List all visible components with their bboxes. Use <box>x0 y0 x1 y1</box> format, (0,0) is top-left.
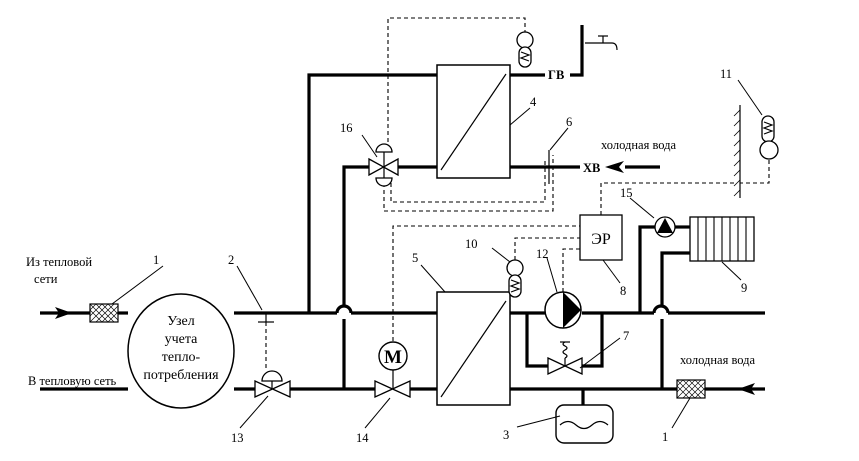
callout-11: 11 <box>720 67 732 81</box>
meter-label-line3: тепло- <box>162 350 201 365</box>
callout-2: 2 <box>228 253 234 267</box>
supply-inlet-arrow <box>55 307 72 319</box>
expansion-tank-3 <box>555 404 614 444</box>
meter-label-line2: учета <box>165 332 199 347</box>
electronic-regulator-8 <box>579 214 623 261</box>
filter-left <box>89 303 119 323</box>
circulation-pump-12 <box>544 291 582 329</box>
dhw-temp-sensor <box>516 31 534 68</box>
callout-16: 16 <box>340 121 353 135</box>
heat-meter-unit <box>127 293 235 409</box>
filter-right-hatch <box>676 379 706 399</box>
meter-label-line4: потребления <box>143 368 219 383</box>
callout-1-right: 1 <box>662 430 668 444</box>
leader-lines <box>111 79 763 429</box>
motor-label: М <box>384 347 402 368</box>
dhw-heat-exchanger-4 <box>436 64 511 179</box>
callout-13: 13 <box>231 431 244 445</box>
cold-water-bottom-label: холодная вода <box>680 353 756 367</box>
heating-circuit-pipes <box>525 225 690 405</box>
regulator-label: ЭР <box>591 231 611 248</box>
callout-5: 5 <box>412 251 418 265</box>
callout-8: 8 <box>620 284 626 298</box>
to-network-label: В тепловую сеть <box>28 374 117 388</box>
callout-3: 3 <box>503 428 509 442</box>
hot-water-label: ГВ <box>548 68 564 82</box>
filter-left-hatch <box>89 303 119 323</box>
callout-14: 14 <box>356 431 369 445</box>
from-network-label-line1: Из тепловой <box>26 255 92 269</box>
meter-label-line1: Узел <box>167 314 194 329</box>
callout-7: 7 <box>623 329 629 343</box>
temp-sensor-10 <box>506 259 524 298</box>
callout-9: 9 <box>741 281 747 295</box>
from-network-label-line2: сети <box>34 272 58 286</box>
radiator-9 <box>689 216 755 262</box>
pressure-regulator-2 <box>258 313 274 370</box>
motorized-valve-14 <box>374 341 411 399</box>
cold-water-hv-arrow <box>605 161 624 173</box>
hot-water-tap <box>570 25 618 77</box>
outdoor-sensor-11 <box>733 105 779 198</box>
callout-1-left: 1 <box>153 253 159 267</box>
cold-water-hv-label: ХВ <box>583 161 600 175</box>
cold-water-top-label: холодная вода <box>601 138 677 152</box>
pump-15 <box>654 216 676 238</box>
cold-water-bottom-arrow <box>738 383 755 395</box>
callout-10: 10 <box>465 237 478 251</box>
valve-13 <box>254 370 291 399</box>
filter-right <box>676 379 706 399</box>
callout-4: 4 <box>530 95 537 109</box>
heating-heat-exchanger-5 <box>436 291 511 406</box>
control-lines <box>383 17 770 348</box>
callout-6: 6 <box>566 115 572 129</box>
valve-16 <box>368 143 399 187</box>
bypass-valve-7 <box>547 341 583 376</box>
dhw-loop-pipes <box>307 73 660 389</box>
callout-15: 15 <box>620 186 633 200</box>
callout-12: 12 <box>536 247 549 261</box>
